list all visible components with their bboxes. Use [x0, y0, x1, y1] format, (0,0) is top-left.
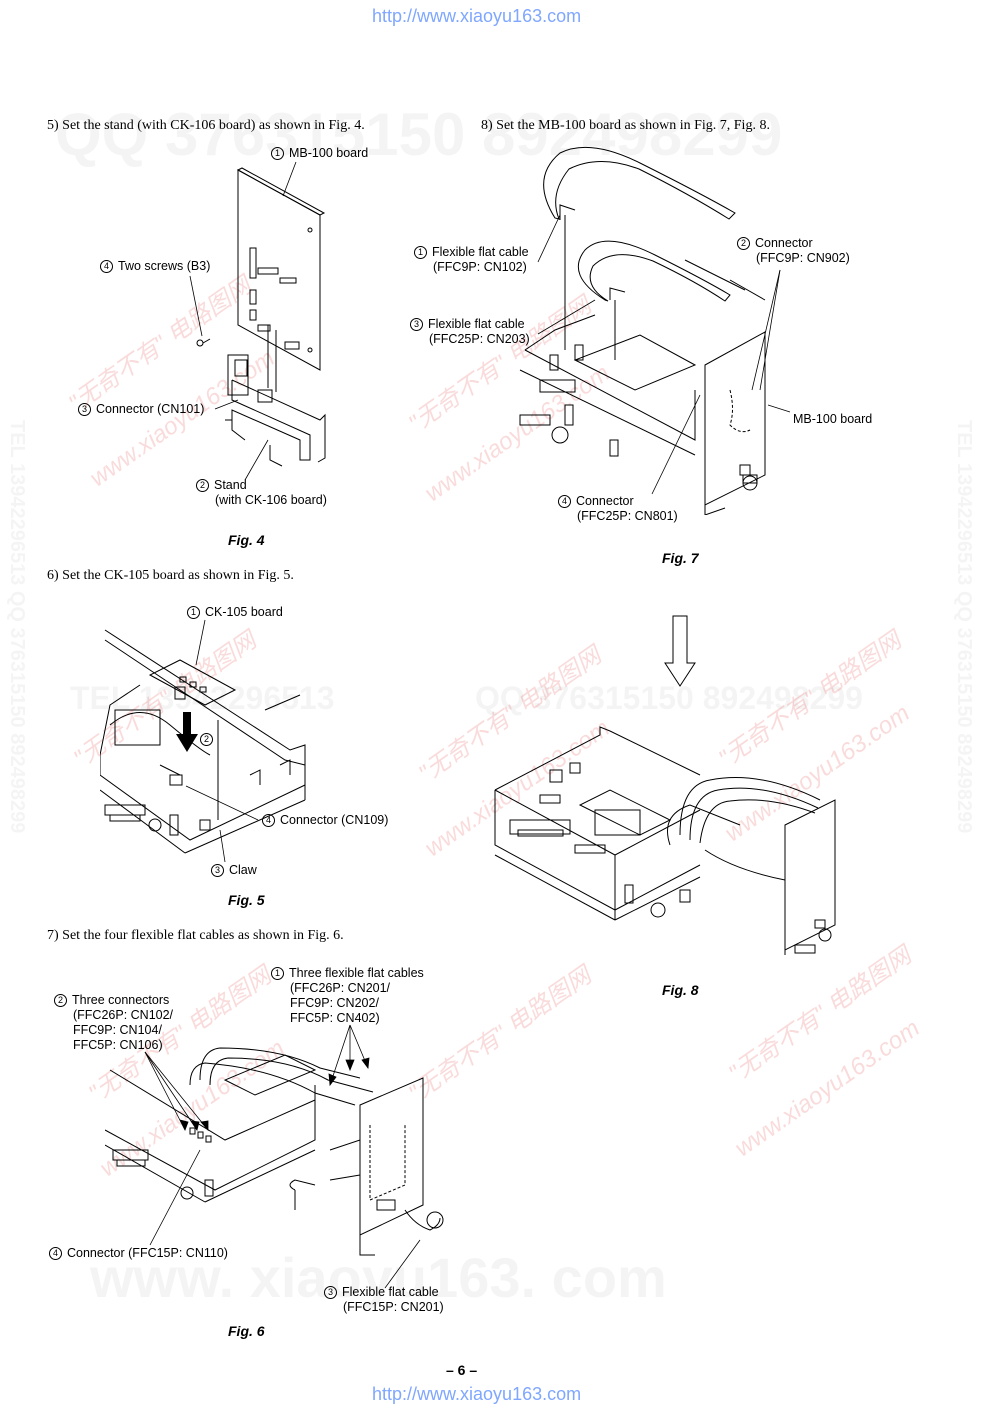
step-5-text: 5) Set the stand (with CK-106 board) as … [47, 118, 365, 133]
watermark-bottom-url: www. xiaoyu163. com [90, 1245, 667, 1310]
page-number: – 6 – [446, 1362, 478, 1378]
fig7-caption: Fig. 7 [662, 550, 699, 566]
fig7-drawing [515, 140, 775, 515]
fig6-caption: Fig. 6 [228, 1323, 265, 1339]
fig5-drawing [100, 625, 310, 855]
fig5-caption: Fig. 5 [228, 892, 265, 908]
fig6-drawing [105, 1030, 455, 1260]
watermark-tel-mid: TEL 13942296513 [70, 680, 335, 717]
footer-url-link[interactable]: http://www.xiaoyu163.com [372, 1384, 582, 1404]
header-url-link[interactable]: http://www.xiaoyu163.com [372, 6, 582, 26]
fig5-arrow [176, 712, 198, 752]
fig8-caption: Fig. 8 [662, 982, 699, 998]
fig4-caption: Fig. 4 [228, 532, 265, 548]
fig5-label-2: 2 [200, 732, 218, 747]
down-arrow-icon [664, 615, 696, 687]
fig8-drawing [490, 725, 850, 955]
step-6-text: 6) Set the CK-105 board as shown in Fig.… [47, 568, 294, 583]
watermark-qq-mid: QQ 376315150 892498299 [475, 680, 863, 717]
fig4-drawing [170, 150, 340, 480]
step-8-text: 8) Set the MB-100 board as shown in Fig.… [481, 118, 770, 133]
fig7-label-5: MB-100 board [793, 412, 873, 426]
watermark-qq-top: QQ 376315150 892498299 [55, 100, 782, 169]
step-7-text: 7) Set the four flexible flat cables as … [47, 928, 344, 943]
